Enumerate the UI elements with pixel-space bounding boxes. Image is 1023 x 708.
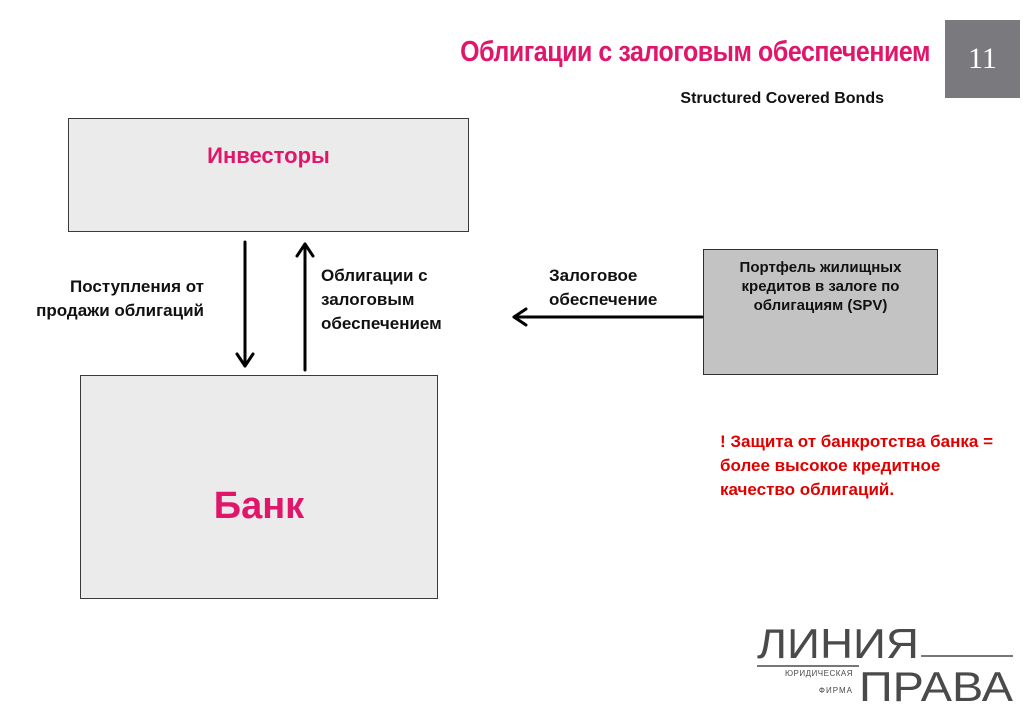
logo-word-2: ПРАВА bbox=[859, 663, 1013, 704]
logo-word-1: ЛИНИЯ bbox=[757, 620, 919, 667]
bonds-label: Облигации с залоговым обеспечением bbox=[321, 266, 442, 333]
bankruptcy-note: ! Защита от банкротства банка = более вы… bbox=[720, 432, 993, 499]
portfolio-label: Портфель жилищных кредитов в залоге по о… bbox=[739, 259, 902, 314]
investors-box bbox=[68, 118, 469, 232]
bank-label: Банк bbox=[213, 485, 305, 527]
page-number-badge: 11 bbox=[945, 20, 1020, 98]
arrow-up-bonds bbox=[295, 242, 315, 372]
page-title: Облигации с залоговым обеспечением bbox=[460, 36, 930, 68]
arrow-down-proceeds bbox=[235, 240, 255, 368]
investors-label: Инвесторы bbox=[207, 143, 330, 168]
portfolio-box bbox=[703, 249, 938, 375]
arrow-left-collateral bbox=[512, 307, 704, 327]
logo-caption-2: ФИРМА bbox=[819, 686, 853, 695]
proceeds-label: Поступления от продажи облигаций bbox=[36, 277, 204, 320]
company-logo: ЛИНИЯ ЮРИДИЧЕСКАЯ ФИРМА ПРАВА bbox=[757, 620, 1013, 704]
logo-caption-1: ЮРИДИЧЕСКАЯ bbox=[785, 669, 853, 678]
page-subtitle: Structured Covered Bonds bbox=[680, 90, 884, 107]
collateral-label: Залоговое обеспечение bbox=[549, 266, 658, 309]
bank-box bbox=[80, 375, 438, 599]
